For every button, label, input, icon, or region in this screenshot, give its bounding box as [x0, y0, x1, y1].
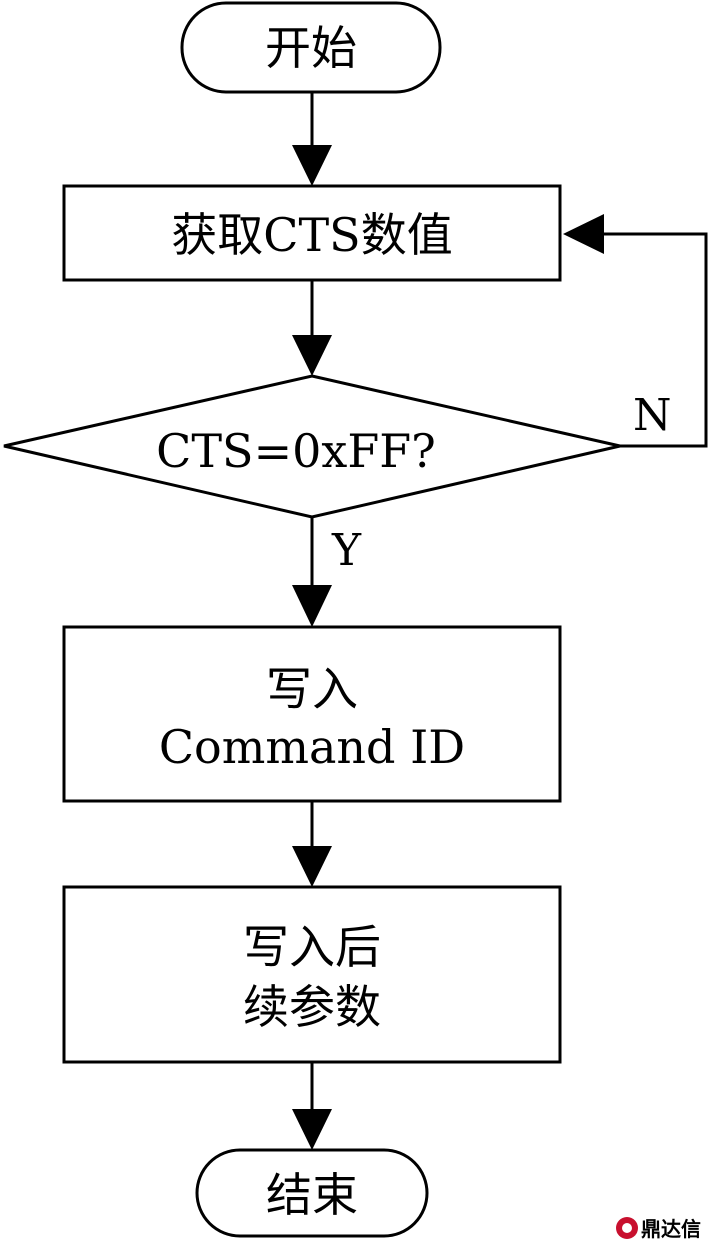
node-get-cts: 获取CTS数值	[62, 184, 562, 282]
node-write-params: 写入后 续参数	[62, 885, 562, 1064]
node-start: 开始	[180, 1, 442, 94]
node-write-command: 写入 Command ID	[62, 625, 562, 803]
node-end-label: 结束	[266, 1168, 358, 1222]
edge-check-to-get-loop: N	[563, 214, 708, 448]
node-write-params-line-2: 续参数	[243, 980, 381, 1034]
edge-label-yes: Y	[331, 525, 362, 576]
edge-write-to-params	[292, 801, 332, 887]
watermark-text: 鼎达信	[641, 1217, 701, 1241]
node-get-cts-label: 获取CTS数值	[171, 208, 452, 262]
node-write-command-line-2: Command ID	[159, 720, 465, 774]
watermark-logo: 鼎达信	[616, 1217, 701, 1241]
node-write-params-line-1: 写入后	[243, 920, 381, 974]
edge-get-to-check	[292, 280, 332, 376]
node-check-cts-label: CTS=0xFF?	[156, 424, 436, 478]
node-end: 结束	[195, 1148, 429, 1238]
edge-label-no: N	[633, 390, 672, 441]
edge-params-to-end	[292, 1062, 332, 1150]
edge-check-to-write: Y	[292, 517, 362, 627]
node-write-command-line-1: 写入	[266, 662, 358, 716]
node-check-cts: CTS=0xFF?	[3, 374, 621, 519]
edge-start-to-get	[292, 92, 332, 186]
node-start-label: 开始	[265, 21, 357, 75]
